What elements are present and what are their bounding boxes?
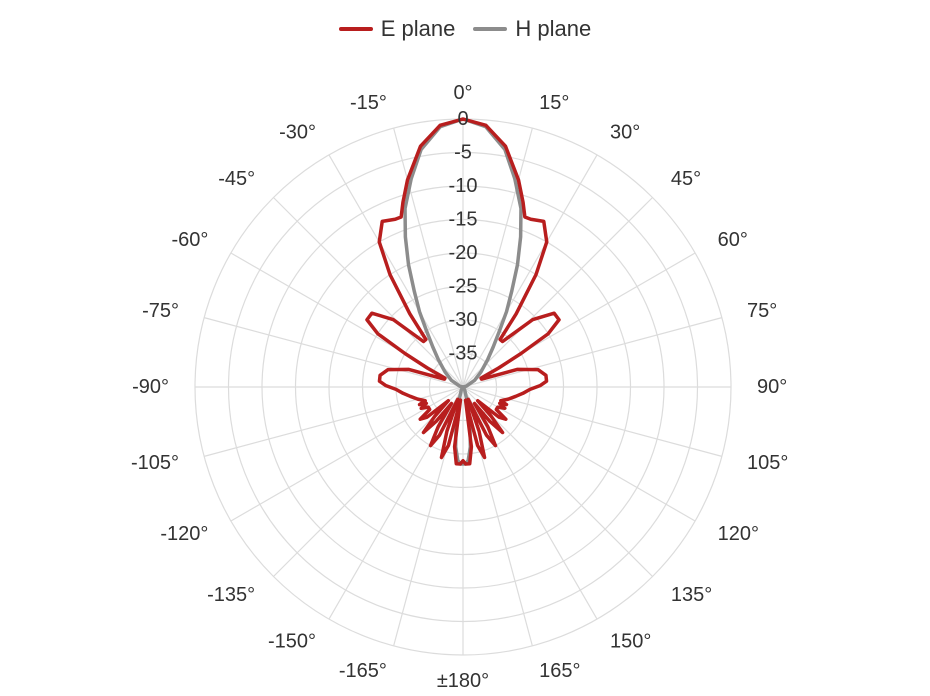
radial-tick-label: 0 [457,108,468,130]
radial-tick-label: -20 [449,242,478,264]
radial-tick-label: -15 [449,209,478,231]
angle-tick-label: 45° [671,168,701,190]
angle-tick-label: 30° [610,121,640,143]
grid-spoke [203,317,464,388]
angle-tick-label: 0° [453,82,472,104]
radial-tick-label: -35 [449,343,478,365]
series-layer [365,117,561,466]
radial-tick-labels: 0 -5 -10 -15 -20 -25 -30 -35 [449,108,478,365]
angle-tick-label: -105° [131,452,179,474]
radial-tick-label: -25 [449,276,478,298]
legend: E plane H plane [0,16,930,42]
legend-swatch-e-plane [338,27,373,31]
angle-tick-label: -30° [279,121,316,143]
grid-spoke [462,154,598,388]
angle-tick-label: 60° [718,229,748,251]
angle-tick-label: 15° [539,92,569,114]
angle-tick-label: -90° [132,376,169,398]
angle-tick-label: -120° [160,523,208,545]
angle-tick-label: -150° [268,631,316,653]
grid-spoke [203,386,464,457]
angle-tick-label: -75° [142,300,179,322]
grid-spoke [273,197,464,388]
angle-tick-label: 165° [539,660,580,682]
radial-tick-label: -5 [454,142,472,164]
grid-spoke [462,127,533,388]
grid-spoke [462,386,723,457]
radial-tick-label: -10 [449,175,478,197]
grid-spoke [328,154,464,388]
angle-tick-label: 90° [757,376,787,398]
angle-tick-label: 75° [747,300,777,322]
angle-tick-label: -135° [207,584,255,606]
legend-label-h-plane: H plane [515,16,592,41]
series-line-h-plane [403,117,523,466]
angle-tick-label: ±180° [437,670,489,692]
angle-tick-label: -60° [171,229,208,251]
legend-label-e-plane: E plane [380,16,456,41]
angular-tick-labels: 0° 15° 30° 45° 60° 75° 90° 105° 120° 135° 150° 165°… [131,82,788,692]
legend-item-e-plane[interactable]: E plane [338,16,456,42]
legend-swatch-h-plane [473,27,508,31]
angle-tick-label: -45° [218,168,255,190]
angle-tick-label: 105° [747,452,788,474]
grid-spoke [462,197,653,388]
grid-spoke [393,127,464,388]
legend-item-h-plane[interactable]: H plane [473,16,591,42]
series-line-e-plane [365,117,561,466]
angle-tick-label: -15° [350,92,387,114]
angle-tick-label: 150° [610,631,651,653]
angle-tick-label: 120° [718,523,759,545]
angle-tick-label: -165° [339,660,387,682]
radial-tick-label: -30 [449,309,478,331]
grid-spoke [462,317,723,388]
angle-tick-label: 135° [671,584,712,606]
